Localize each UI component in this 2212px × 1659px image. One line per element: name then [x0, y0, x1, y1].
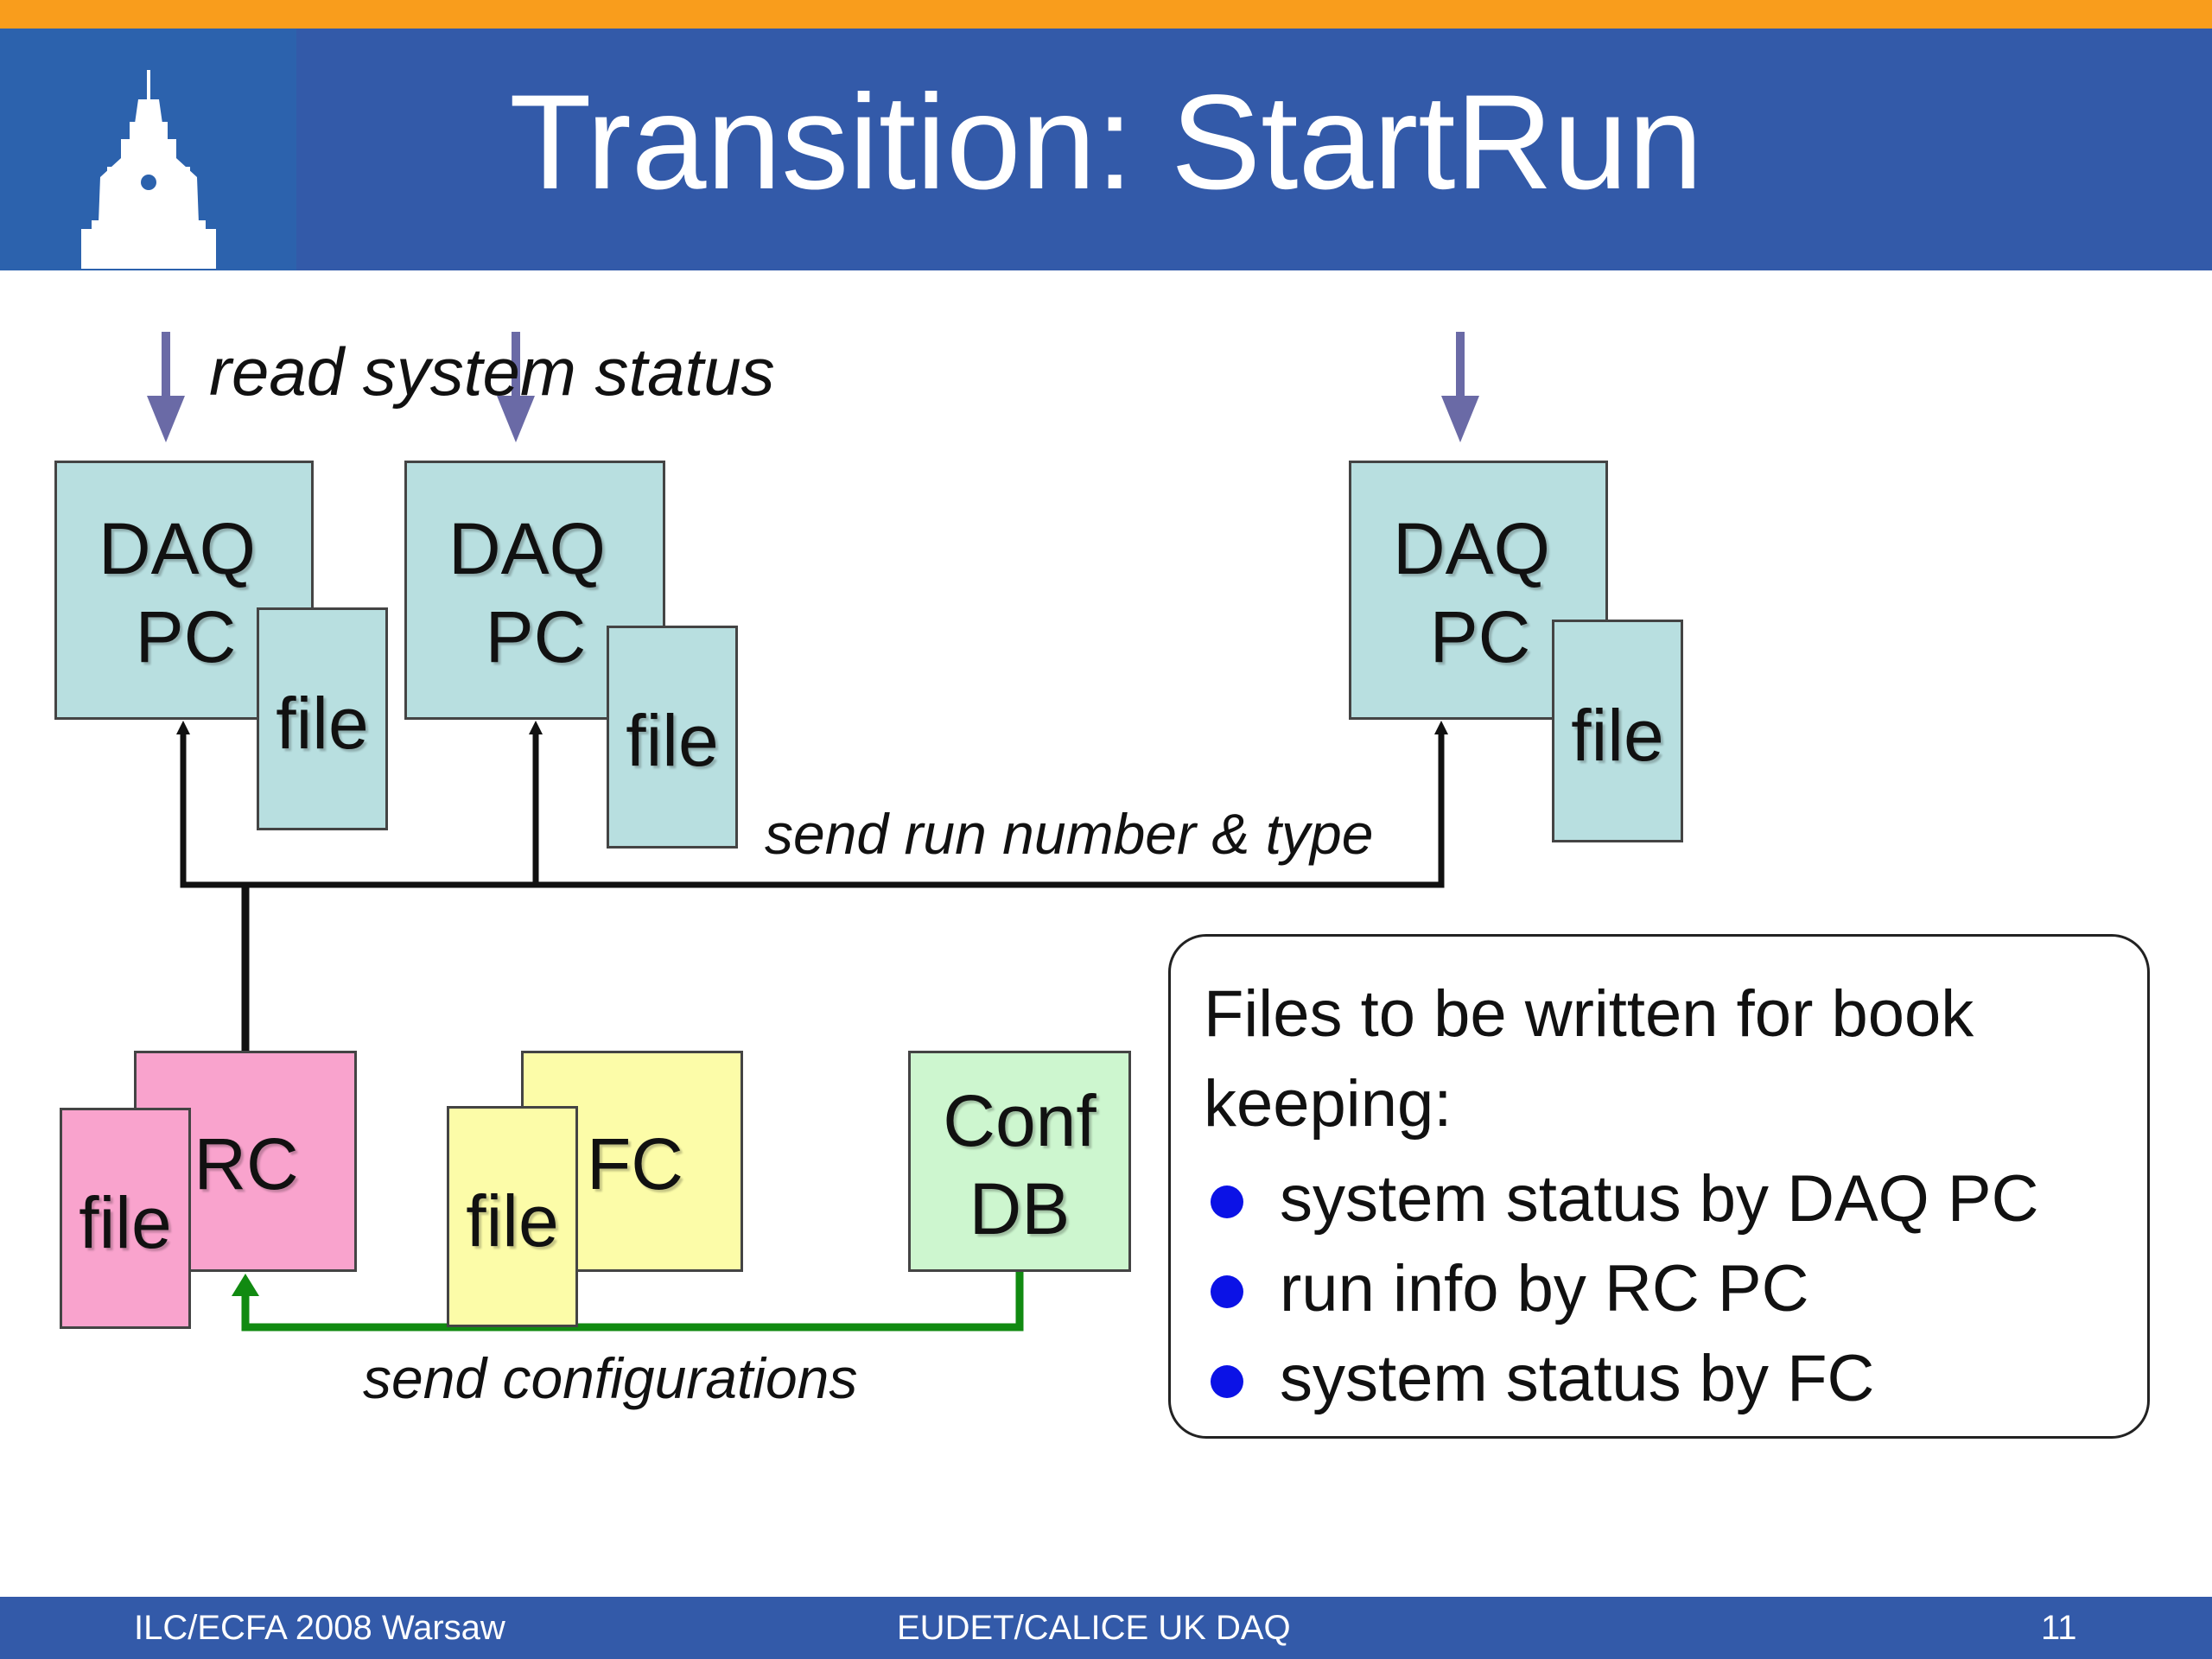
file-box-rc: [60, 1108, 191, 1329]
footer-center: EUDET/CALICE UK DAQ: [897, 1609, 1291, 1647]
confdb-label-line2: DB: [969, 1168, 1071, 1249]
daq-pc-3-label-line2: PC: [1429, 596, 1531, 677]
note-item: system status by DAQ PC: [1211, 1154, 2038, 1244]
daq-pc-2-label-line2: PC: [485, 596, 587, 677]
note-list: system status by DAQ PC run info by RC P…: [1211, 1154, 2038, 1424]
send-run-label: send run number & type: [765, 802, 1374, 866]
run-number-arrowheads: [176, 721, 1448, 734]
note-item-text: run info by RC PC: [1280, 1252, 1809, 1325]
file-box-daq-3: [1552, 620, 1683, 842]
university-tower-logo: [81, 70, 216, 269]
bookkeeping-note: Files to be written for book keeping: sy…: [1168, 934, 2150, 1439]
read-status-arrows: [147, 332, 1479, 442]
bullet-icon: [1211, 1275, 1243, 1308]
note-item: system status by FC: [1211, 1334, 2038, 1424]
file-label-daq-3: file: [1571, 695, 1664, 776]
file-label-daq-1: file: [276, 683, 369, 764]
file-label-rc: file: [79, 1182, 172, 1263]
daq-pc-1-label-line2: PC: [135, 596, 237, 677]
logo-panel: [0, 29, 296, 270]
bullet-icon: [1211, 1365, 1243, 1398]
slide-header: [0, 29, 2212, 270]
file-box-fc: [447, 1106, 578, 1327]
send-config-label: send configurations: [363, 1346, 858, 1410]
fc-label: FC: [587, 1123, 683, 1205]
daq-pc-3-label-line1: DAQ: [1392, 508, 1551, 589]
file-box-daq-1: [257, 607, 388, 830]
slide-footer: ILC/ECFA 2008 Warsaw EUDET/CALICE UK DAQ…: [0, 1597, 2212, 1659]
footer-left: ILC/ECFA 2008 Warsaw: [134, 1609, 505, 1647]
note-heading: Files to be written for book keeping:: [1204, 977, 1974, 1141]
confdb-label-line1: Conf: [943, 1080, 1096, 1161]
file-box-daq-2: [607, 626, 738, 849]
daq-pc-1-label-line1: DAQ: [98, 508, 257, 589]
slide-title: Transition: StartRun: [509, 67, 1703, 218]
page-number: 11: [2041, 1609, 2077, 1647]
rc-label: RC: [194, 1123, 299, 1205]
note-item-text: system status by FC: [1280, 1342, 1875, 1415]
top-accent-bar: [0, 0, 2212, 29]
note-item-text: system status by DAQ PC: [1280, 1162, 2039, 1236]
note-item: run info by RC PC: [1211, 1244, 2038, 1334]
config-line: [232, 1270, 1024, 1332]
read-status-label: read system status: [209, 334, 775, 410]
daq-pc-2-label-line1: DAQ: [448, 508, 607, 589]
run-number-lines: [180, 730, 1445, 1052]
confdb-box: [908, 1051, 1131, 1272]
bullet-icon: [1211, 1185, 1243, 1218]
file-label-daq-2: file: [626, 700, 719, 781]
file-label-fc: file: [466, 1180, 559, 1262]
